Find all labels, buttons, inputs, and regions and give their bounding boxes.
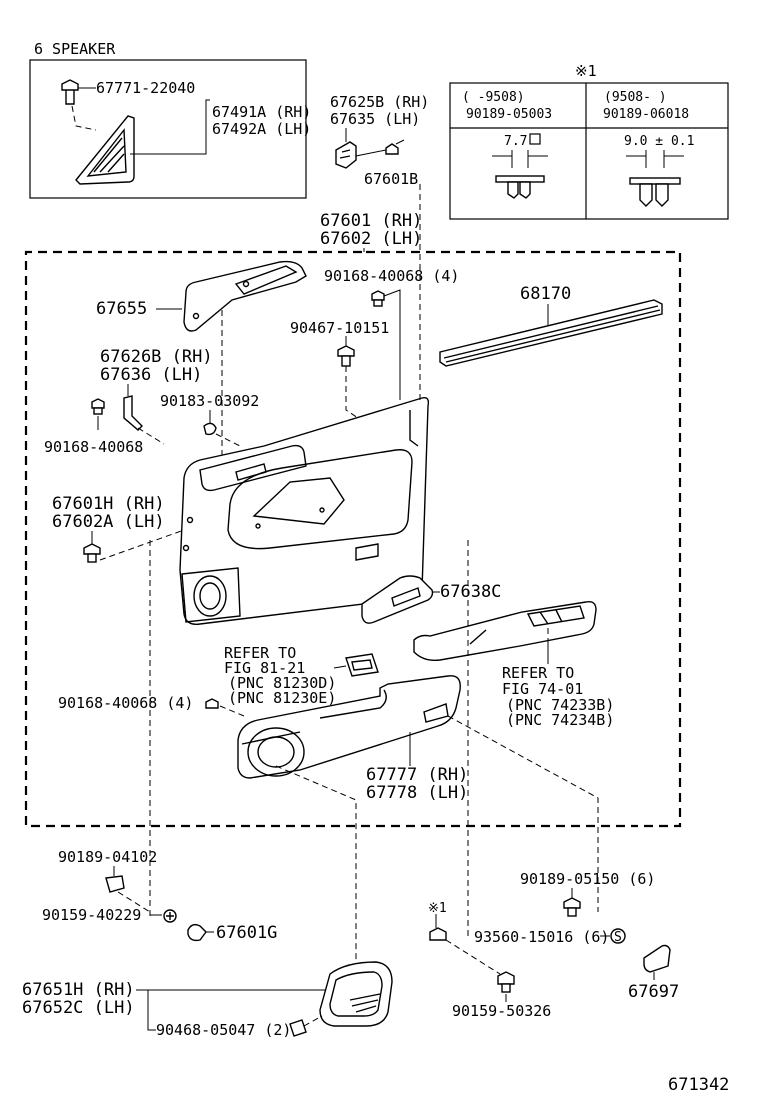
refer-a-line1: REFER TO (224, 644, 296, 662)
label-67652C: 67652C (LH) (22, 998, 135, 1018)
label-90467-10151: 90467-10151 (290, 319, 389, 337)
assembly-frame-left (24, 250, 636, 828)
clip-90189-06018-icon (626, 150, 684, 207)
clip-90467-icon (337, 345, 355, 367)
figure-number: 671342 (668, 1075, 729, 1095)
variant-col2-part: 90189-06018 (603, 107, 689, 122)
variant-col1-range: ( -9508) (462, 90, 525, 105)
variant-col2-dimension: 9.0 ± 0.1 (624, 134, 694, 149)
clip-90468-icon (289, 1019, 307, 1037)
speaker-inset: 6 SPEAKER 67771-22040 67491A (RH) 67492A… (29, 40, 311, 199)
label-90189-05150: 90189-05150 (6) (520, 870, 655, 888)
speaker-cover-rh-part-number: 67491A (RH) (212, 103, 311, 121)
label-67602A: 67602A (LH) (52, 512, 165, 532)
power-window-switch-icon (413, 600, 597, 662)
bracket-67626B-icon (123, 395, 143, 431)
screw-90159-40229-icon (163, 909, 177, 923)
label-67601B: 67601B (364, 170, 418, 188)
refer-b-line2: FIG 74-01 (502, 680, 583, 698)
variant-col1-part: 90189-05003 (466, 107, 552, 122)
refer-b-line3: (PNC 74233B) (506, 696, 614, 714)
clip-67601H-icon (83, 543, 101, 563)
label-67635: 67635 (LH) (330, 110, 420, 128)
assembly-frame-right (366, 250, 682, 828)
label-90168-40068-4-top: 90168-40068 (4) (324, 267, 459, 285)
clip-90189-05150-icon (563, 897, 581, 917)
variant-table-title: ※1 (575, 62, 597, 80)
refer-b-line1: REFER TO (502, 664, 574, 682)
screw-67771-icon (61, 79, 96, 105)
label-90159-40229: 90159-40229 (42, 906, 141, 924)
weatherstrip-68170-icon (439, 299, 663, 367)
switch-bezel-67638C-icon (361, 575, 434, 624)
speaker-inset-frame (29, 59, 307, 199)
label-90183-03092: 90183-03092 (160, 392, 259, 410)
refer-b-line4: (PNC 74234B) (506, 711, 614, 729)
clip-star1-icon (429, 927, 447, 941)
label-67777: 67777 (RH) (366, 765, 468, 785)
clip-67601G-icon (187, 923, 207, 942)
label-67638C: 67638C (440, 582, 501, 602)
clip-90189-04102-icon (105, 875, 125, 893)
variant-col2-range: (9508- ) (604, 90, 667, 105)
variant-table-frame (449, 82, 729, 220)
cap-67697-icon (643, 944, 671, 973)
label-67601G: 67601G (216, 923, 277, 943)
s-mark-text: S (614, 930, 622, 945)
variant-col1-dimension: 7.7 (504, 134, 527, 149)
label-90189-04102: 90189-04102 (58, 848, 157, 866)
label-67655: 67655 (96, 299, 147, 319)
upper-trim-67655-icon (183, 260, 307, 332)
label-90468-05047: 90468-05047 (2) (156, 1021, 291, 1039)
bracket-67625B-icon (335, 128, 405, 169)
variant-table: ※1 ( -9508) 90189-05003 (9508- ) 90189-0… (449, 62, 729, 220)
speaker-inset-title: 6 SPEAKER (34, 40, 116, 58)
label-67651H: 67651H (RH) (22, 980, 135, 1000)
clip-90168-left-icon (91, 398, 105, 415)
refer-a-line3: (PNC 81230D) (228, 674, 336, 692)
label-67602: 67602 (LH) (320, 229, 422, 249)
label-67636: 67636 (LH) (100, 365, 202, 385)
label-67625B: 67625B (RH) (330, 93, 429, 111)
label-90159-50326: 90159-50326 (452, 1002, 551, 1020)
clip-90189-05003-icon (492, 150, 548, 199)
clip-90168-lower-icon (205, 698, 219, 709)
screw-90159-50326-icon (497, 971, 515, 993)
lamp-81230-icon (345, 653, 379, 677)
armrest-67777-icon (237, 675, 461, 779)
label-67601: 67601 (RH) (320, 211, 422, 231)
speaker-grille-67651H-icon (319, 961, 393, 1027)
label-67626B: 67626B (RH) (100, 347, 213, 367)
label-90168-40068-4-lower: 90168-40068 (4) (58, 694, 193, 712)
label-67697: 67697 (628, 982, 679, 1002)
speaker-cover-67491A-icon (75, 115, 135, 185)
label-67601H: 67601H (RH) (52, 494, 165, 514)
refer-a-line4: (PNC 81230E) (228, 689, 336, 707)
s-mark-icon (610, 928, 626, 944)
refer-a-line2: FIG 81-21 (224, 659, 305, 677)
speaker-cover-lh-part-number: 67492A (LH) (212, 120, 311, 138)
speaker-screw-part-number: 67771-22040 (96, 79, 195, 97)
label-68170: 68170 (520, 284, 571, 304)
label-note-star1: ※1 (428, 901, 447, 916)
label-93560-15016: 93560-15016 (6) (474, 928, 609, 946)
clip-90183-icon (203, 422, 217, 436)
label-67778: 67778 (LH) (366, 783, 468, 803)
label-90168-40068: 90168-40068 (44, 438, 143, 456)
clip-90168-top-icon (371, 290, 385, 307)
